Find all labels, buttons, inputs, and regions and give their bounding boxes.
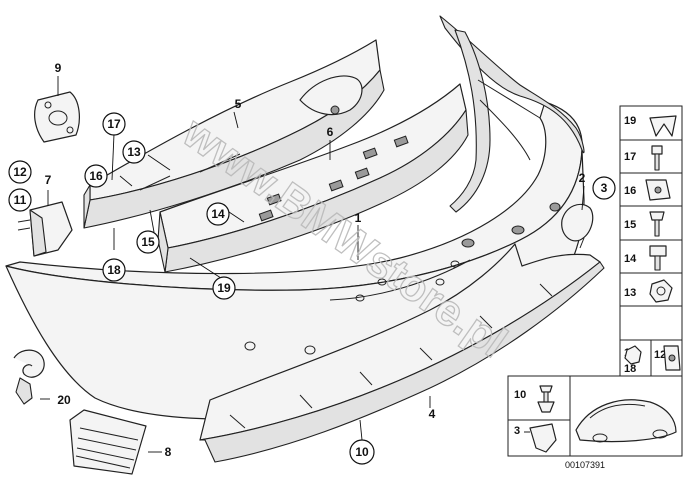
detail-label-3: 3 <box>514 425 520 437</box>
callout-12: 12 <box>13 165 27 179</box>
callout-11: 11 <box>14 193 27 207</box>
callout-7: 7 <box>45 173 52 187</box>
legend-label-13: 13 <box>624 287 636 299</box>
callout-14: 14 <box>211 207 225 221</box>
callout-6: 6 <box>327 125 334 139</box>
callout-4: 4 <box>429 407 436 421</box>
callout-9: 9 <box>55 61 62 75</box>
callouts: 1 2 3 4 5 6 7 8 9 10 11 12 13 14 15 16 1… <box>8 61 616 465</box>
leader-lines <box>40 76 585 453</box>
absorber <box>157 83 469 273</box>
callout-16: 16 <box>89 169 103 183</box>
callout-2: 2 <box>579 171 586 185</box>
callout-8: 8 <box>165 445 172 459</box>
sensor-holes <box>244 202 561 355</box>
lower-trim-panel <box>199 243 605 463</box>
callout-1: 1 <box>355 211 362 225</box>
detail-label-10: 10 <box>514 389 526 401</box>
legend-label-15: 15 <box>624 219 636 231</box>
clip-20 <box>13 349 45 405</box>
cap-2 <box>561 203 594 249</box>
callout-18: 18 <box>107 263 121 277</box>
callout-13: 13 <box>127 145 141 159</box>
callout-19: 19 <box>217 281 231 295</box>
legend-label-12: 12 <box>654 349 666 361</box>
callout-3: 3 <box>601 181 608 195</box>
callout-17: 17 <box>107 117 121 131</box>
document-id: 00107391 <box>565 460 605 470</box>
gasket-9 <box>34 91 80 143</box>
parts-legend: 19 17 16 15 14 13 11 18 12 <box>619 105 683 377</box>
callout-15: 15 <box>141 235 155 249</box>
callout-20: 20 <box>57 393 71 407</box>
legend-label-18: 18 <box>624 363 636 375</box>
callout-5: 5 <box>235 97 242 111</box>
callout-10: 10 <box>355 445 369 459</box>
legend-label-17: 17 <box>624 151 636 163</box>
grille-8 <box>69 409 147 475</box>
legend-label-19: 19 <box>624 115 636 127</box>
absorber-ribs <box>258 135 409 222</box>
detail-box: 10 3 <box>507 375 683 457</box>
bracket-7 <box>17 201 73 257</box>
legend-label-14: 14 <box>624 253 637 265</box>
legend-label-16: 16 <box>624 185 636 197</box>
